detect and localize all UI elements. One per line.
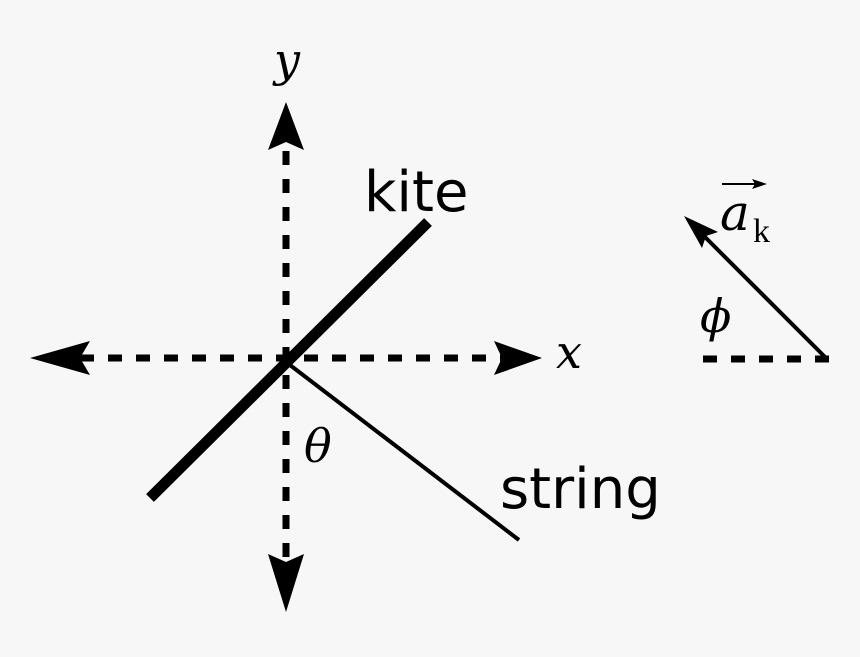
acceleration-vector-shaft (696, 228, 828, 360)
phi-label: ϕ (700, 289, 731, 343)
x-axis-label: x (556, 325, 582, 379)
y-axis-up-arrowhead-icon (268, 102, 304, 150)
y-axis-label: y (272, 33, 301, 87)
y-axis-down-arrowhead-icon (268, 554, 304, 612)
x-axis-left-arrowhead-icon (30, 341, 90, 375)
string-label: string (500, 457, 661, 522)
theta-label: θ (304, 419, 332, 473)
acceleration-symbol: a (720, 184, 750, 242)
x-axis-right-arrowhead-icon (494, 341, 542, 375)
acceleration-diagram (684, 179, 830, 363)
acceleration-arrowhead-icon (684, 216, 718, 248)
x-axis (30, 341, 542, 375)
string-line (284, 360, 521, 542)
kite-line (146, 218, 432, 502)
vector-over-arrowhead-icon (752, 179, 767, 189)
kite-label: kite (364, 160, 468, 225)
acceleration-subscript: k (753, 213, 770, 250)
